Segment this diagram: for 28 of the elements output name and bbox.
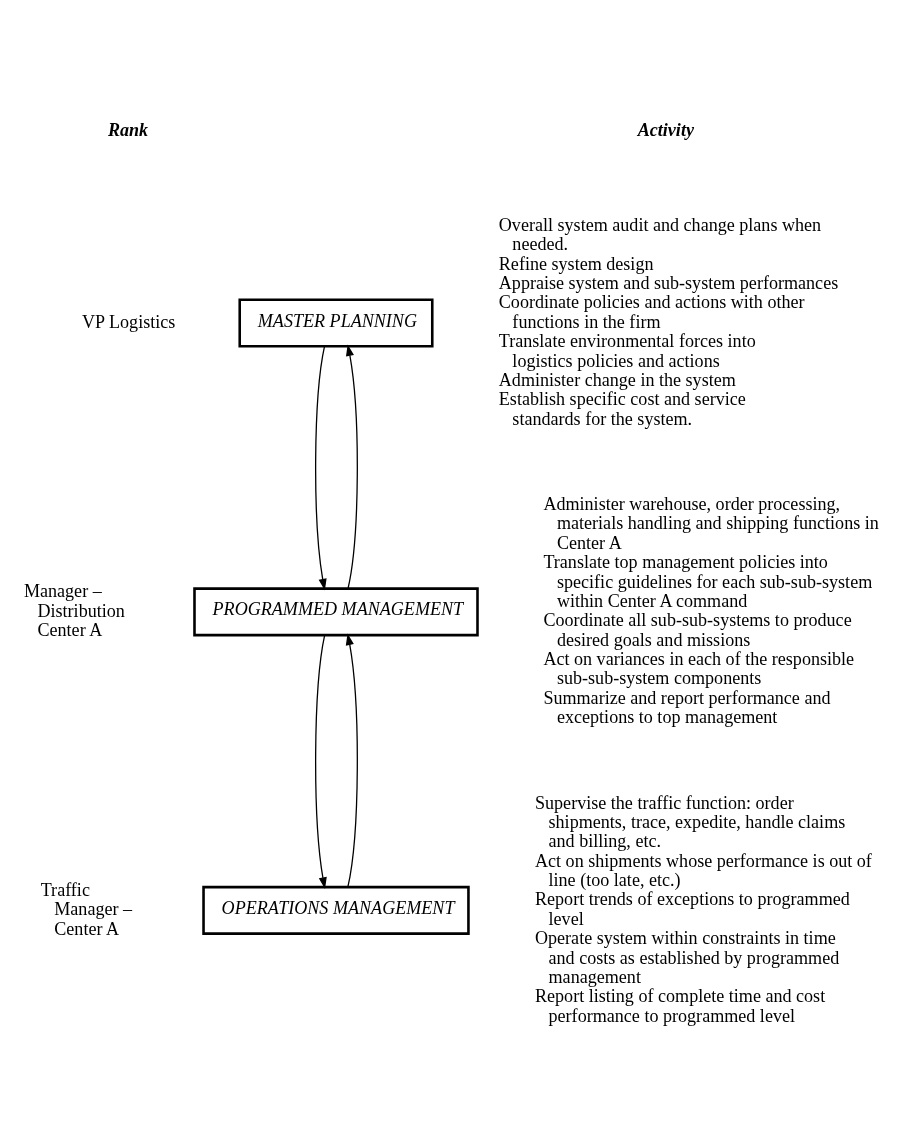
node-label: Refine system design [498, 253, 654, 274]
node-label: Report trends of exceptions to programmed level [535, 889, 850, 929]
arrow [315, 345, 327, 591]
node-box: MASTER PLANNING [238, 298, 434, 348]
node-label: Report listing of complete time and cost performance to programmed level [535, 986, 826, 1026]
node-label: Summarize and report performance and exceptions to top management [543, 687, 831, 728]
node-label: Establish specific cost and service standards for the system. [498, 389, 746, 429]
arrow [345, 633, 358, 888]
node-label: Coordinate all sub-sub-systems to produce desired goals and missions [543, 610, 852, 650]
node-label: Supervise the traffic function: order shipments, trace, expedite, handle claims and billing, etc. [535, 792, 846, 852]
node-label: Overall system audit and change plans when needed. [498, 214, 822, 255]
node-label: Manager – Distribution Center A [23, 581, 125, 641]
node-label: Coordinate policies and actions with other functions in the firm [498, 292, 805, 332]
node-label: Administer warehouse, order processing, materials handling and shipping functions in Center A [543, 494, 879, 553]
arrow [315, 634, 327, 889]
node-label: VP Logistics [82, 311, 176, 332]
node-label: Act on variances in each of the responsible sub-sub-system components [543, 649, 855, 689]
node-label: Appraise system and sub-system performances [498, 273, 839, 294]
node-box: OPERATIONS MANAGEMENT [202, 885, 470, 935]
label: Rank [107, 119, 149, 140]
arrow [345, 344, 358, 590]
node-label: Operate system within constraints in time and costs as established by programmed management [535, 928, 840, 987]
node-label: Translate top management policies into specific guidelines for each sub-sub-system within Center A command [543, 552, 873, 611]
node-label: Act on shipments whose performance is out of line (too late, etc.) [535, 850, 872, 891]
label: Activity [637, 119, 694, 140]
node-box: PROGRAMMED MANAGEMENT [193, 587, 479, 637]
node-label: Traffic Manager – Center A [40, 879, 133, 939]
node-label: Translate environmental forces into logistics policies and actions [498, 331, 756, 371]
